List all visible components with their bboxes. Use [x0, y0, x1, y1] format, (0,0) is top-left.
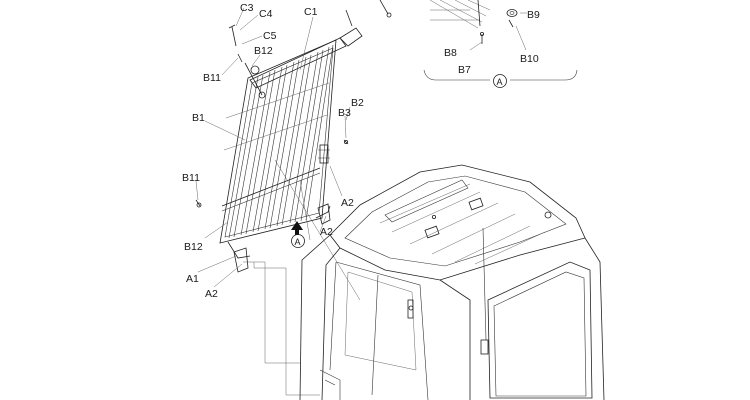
label-a2-mid: A2 — [320, 226, 333, 238]
top-hinge-bolts — [345, 0, 392, 27]
label-c4: C4 — [259, 8, 273, 20]
bolt-b11-left — [195, 199, 202, 208]
label-b11-left: B11 — [182, 172, 200, 184]
label-b1: B1 — [192, 112, 205, 124]
label-detail-ref: A — [295, 237, 301, 247]
label-b10: B10 — [520, 53, 539, 65]
rear-guard-panel — [219, 27, 363, 259]
guard-slats — [228, 44, 334, 239]
label-b8: B8 — [444, 47, 457, 59]
bolt-c3-c4 — [228, 24, 237, 47]
label-a2-bottom: A2 — [205, 288, 218, 300]
label-a2-right: A2 — [341, 197, 354, 209]
label-b9: B9 — [527, 9, 540, 21]
detail-ref-circle — [291, 234, 305, 248]
direction-arrow-icon — [291, 221, 303, 235]
callout-labels: C3 C4 C5 C1 B12 B11 B1 B2 B3 B11 B12 A1 … — [182, 2, 540, 300]
label-b3: B3 — [338, 107, 351, 119]
leader-lines — [195, 7, 351, 288]
label-c3: C3 — [240, 2, 254, 14]
install-guide-lines — [243, 159, 361, 396]
bracket-a1-a2 — [233, 247, 249, 273]
bolt-b11-top — [237, 53, 243, 63]
label-b2: B2 — [351, 97, 364, 109]
detail-inset-a — [423, 0, 578, 81]
inset-ref-circle — [493, 74, 507, 88]
label-c5: C5 — [263, 30, 277, 42]
bolt-b2-b3 — [343, 139, 349, 145]
label-c1: C1 — [304, 6, 318, 18]
label-b11-top: B11 — [203, 72, 221, 84]
label-b7: B7 — [458, 64, 471, 76]
bracket-a2-mid — [317, 203, 331, 225]
label-a1: A1 — [186, 273, 199, 285]
label-b12-bottom: B12 — [184, 241, 203, 253]
label-b12-top: B12 — [254, 45, 273, 57]
label-inset-ref: A — [497, 77, 503, 87]
operator-cab — [299, 164, 605, 400]
